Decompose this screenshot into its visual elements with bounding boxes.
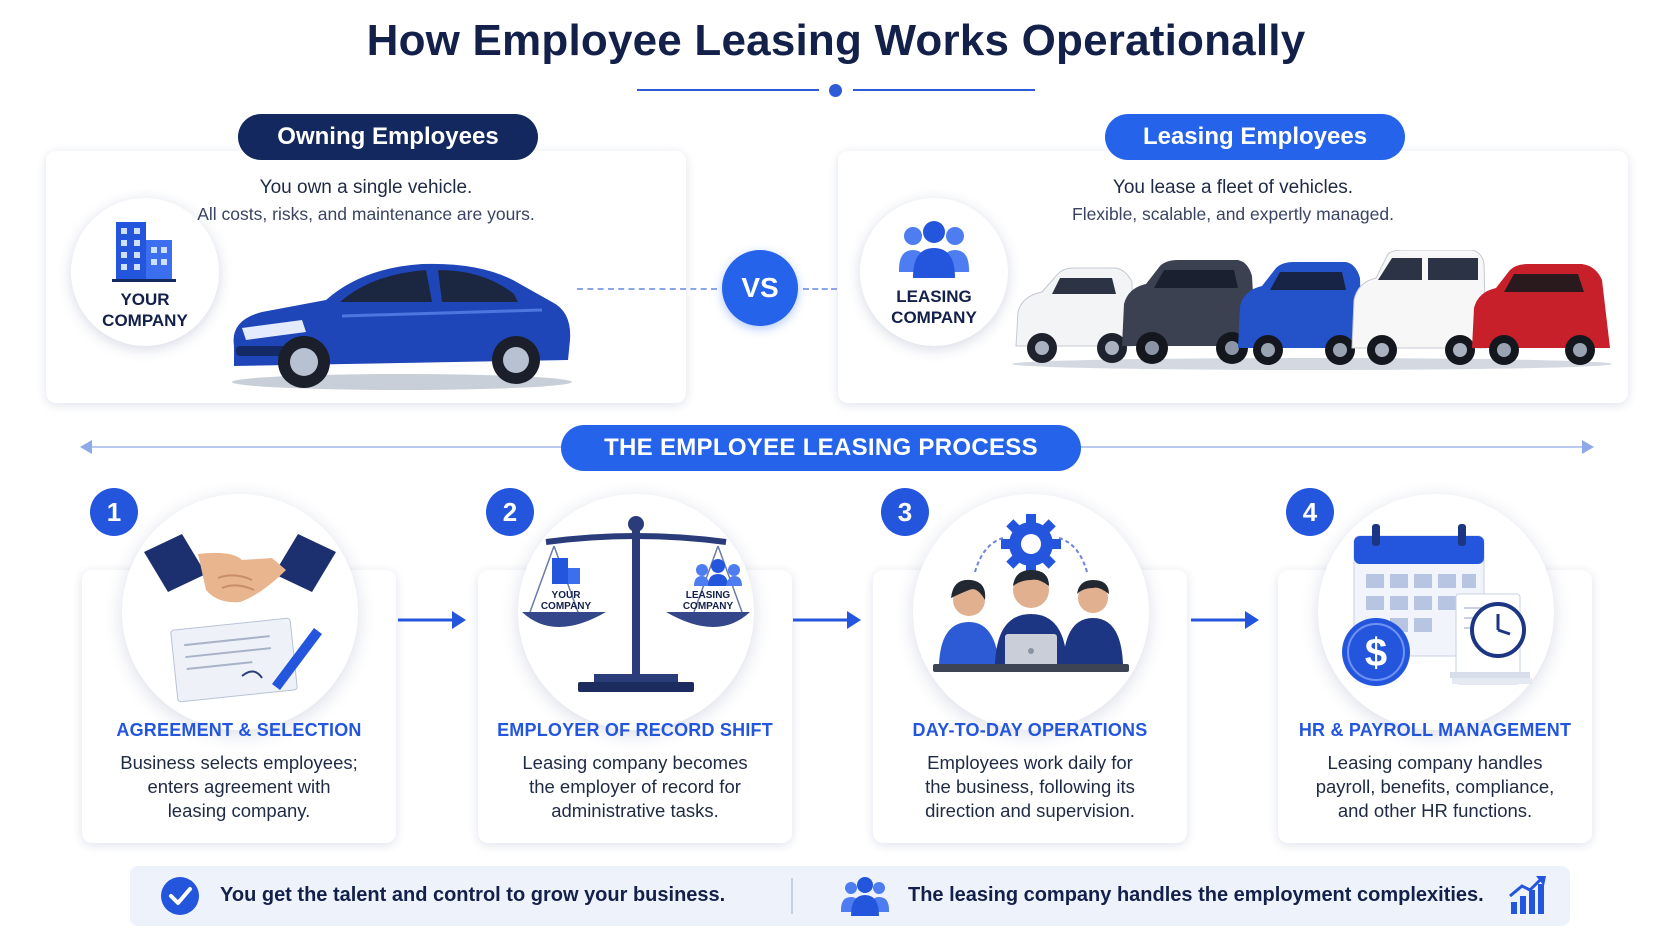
dark-suv-icon <box>1122 260 1256 364</box>
red-suv-icon <box>1472 264 1610 365</box>
scale-right-label-1: LEASING <box>686 590 731 601</box>
your-company-label-2: COMPANY <box>102 311 188 330</box>
vehicle-fleet-image <box>1012 250 1612 370</box>
vs-connector-left <box>577 288 717 290</box>
step-desc-3-line-1: Employees work daily for <box>927 752 1133 773</box>
footer-left-text: You get the talent and control to grow y… <box>220 884 726 906</box>
step-title-1: AGREEMENT & SELECTION <box>116 720 362 740</box>
owning-line2: All costs, risks, and maintenance are yo… <box>197 204 535 224</box>
step-circle-1 <box>122 494 358 730</box>
step-desc-1-line-1: Business selects employees; <box>120 752 358 773</box>
step-desc-1-line-3: leasing company. <box>167 800 311 821</box>
leasing-company-label-2: COMPANY <box>891 308 977 327</box>
step-desc-4-line-1: Leasing company handles <box>1327 752 1543 773</box>
step-title-2: EMPLOYER OF RECORD SHIFT <box>497 720 773 740</box>
timeline-left-arrow-icon <box>80 440 92 454</box>
flow-arrow-icon-2 <box>793 611 861 629</box>
step-desc-1-line-2: enters agreement with <box>147 776 331 797</box>
scale-left-label-2: COMPANY <box>541 601 592 612</box>
title-divider <box>637 81 1035 99</box>
footer-people-group-icon <box>841 877 889 916</box>
scale-right-label-2: COMPANY <box>683 601 734 612</box>
blue-suv-icon <box>1238 262 1362 365</box>
step-desc-4-line-3: and other HR functions. <box>1337 800 1533 821</box>
step-desc-4: Leasing company handles payroll, benefit… <box>1278 751 1592 823</box>
vs-connector-right <box>803 288 837 290</box>
flow-arrow-icon-3 <box>1191 611 1259 629</box>
step-desc-3-line-3: direction and supervision. <box>925 800 1135 821</box>
vs-badge: VS <box>722 250 798 326</box>
footer-banner: You get the talent and control to grow y… <box>130 866 1570 926</box>
step-circle-2: YOUR COMPANY LEASING COMPANY <box>518 494 754 730</box>
blue-sedan-image <box>232 263 572 390</box>
step-circle-4: $ <box>1318 494 1554 730</box>
svg-text:$: $ <box>1365 631 1387 675</box>
step-number-3: 3 <box>881 488 929 536</box>
step-number-4: 4 <box>1286 488 1334 536</box>
step-desc-3: Employees work daily for the business, f… <box>873 751 1187 823</box>
your-company-label-1: YOUR <box>120 290 170 309</box>
step-title-3: DAY-TO-DAY OPERATIONS <box>912 720 1148 740</box>
building-icon <box>112 222 176 282</box>
step-desc-2-line-1: Leasing company becomes <box>522 752 748 773</box>
leasing-employees-pill: Leasing Employees <box>1105 114 1405 160</box>
owning-line1: You own a single vehicle. <box>259 177 473 198</box>
your-company-badge: YOUR COMPANY <box>71 198 219 346</box>
footer-right-text: The leasing company handles the employme… <box>908 884 1484 906</box>
leasing-company-label-1: LEASING <box>896 287 972 306</box>
flow-arrow-icon-1 <box>398 611 466 629</box>
step-number-2: 2 <box>486 488 534 536</box>
timeline-right-arrow-icon <box>1582 440 1594 454</box>
step-desc-2-line-2: the employer of record for <box>529 776 741 797</box>
leasing-line1: You lease a fleet of vehicles. <box>1112 177 1354 198</box>
growth-chart-icon <box>1509 876 1546 914</box>
step-title-4: HR & PAYROLL MANAGEMENT <box>1298 720 1572 740</box>
process-heading: THE EMPLOYEE LEASING PROCESS <box>561 425 1081 471</box>
step-desc-3-line-2: the business, following its <box>925 776 1135 797</box>
step-desc-2-line-3: administrative tasks. <box>551 800 719 821</box>
step-number-1: 1 <box>90 488 138 536</box>
step-desc-2: Leasing company becomes the employer of … <box>478 751 792 823</box>
step-desc-4-line-2: payroll, benefits, compliance, <box>1315 776 1555 797</box>
step-desc-1: Business selects employees; enters agree… <box>82 751 396 823</box>
balance-scale-icon: YOUR COMPANY LEASING COMPANY <box>522 516 750 692</box>
owning-employees-pill: Owning Employees <box>238 114 538 160</box>
page-title: How Employee Leasing Works Operationally <box>366 16 1306 65</box>
step-circle-3 <box>913 494 1149 730</box>
calendar-payroll-icon: $ <box>1342 524 1532 686</box>
check-circle-icon <box>161 877 199 915</box>
leasing-company-badge: LEASING COMPANY <box>860 198 1008 346</box>
handshake-contract-icon <box>144 534 336 703</box>
team-gear-icon <box>933 514 1129 672</box>
white-van-icon <box>1351 250 1487 365</box>
leasing-line2: Flexible, scalable, and expertly managed… <box>1072 204 1394 224</box>
white-suv-icon <box>1015 267 1133 363</box>
scale-left-label-1: YOUR <box>552 590 582 601</box>
people-group-icon <box>899 221 969 278</box>
footer-divider <box>791 878 793 914</box>
